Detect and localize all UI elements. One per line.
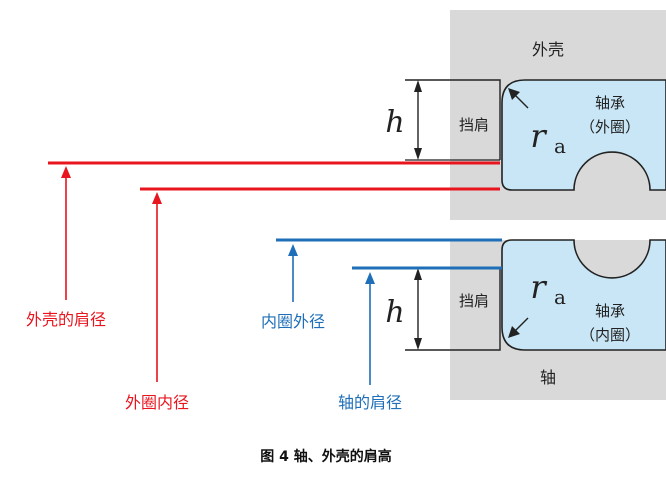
h-arrow-bottom-down bbox=[414, 338, 422, 350]
shaft-label: 轴 bbox=[540, 368, 556, 387]
ra-label-bottom-sub: a bbox=[554, 285, 566, 309]
ra-label-top-main: r bbox=[530, 117, 547, 155]
figure-caption: 图 4 轴、外壳的肩高 bbox=[260, 448, 392, 465]
ra-arrow-top-head bbox=[508, 88, 520, 100]
bearing-inner-label-1: 轴承 bbox=[595, 302, 625, 320]
h-label-top: h bbox=[385, 105, 404, 140]
ra-label-bottom-main: r bbox=[530, 268, 547, 306]
inner-ring-od-arrowhead bbox=[288, 244, 298, 256]
housing-label: 外壳 bbox=[532, 40, 564, 59]
outer-ring-bore-label: 外圈内径 bbox=[125, 393, 189, 412]
shaft-shoulder-dia-arrowhead bbox=[365, 272, 375, 284]
bearing-outer-label-1: 轴承 bbox=[595, 94, 625, 112]
housing-shoulder-dia-arrowhead bbox=[61, 166, 71, 178]
shoulder-label-top: 挡肩 bbox=[459, 116, 489, 134]
ra-arrow-bottom-head bbox=[508, 326, 520, 338]
inner-ring-od-label: 内圈外径 bbox=[261, 312, 325, 331]
housing-shoulder-dia-label: 外壳的肩径 bbox=[26, 310, 106, 329]
ra-label-top-sub: a bbox=[554, 134, 566, 158]
outer-ring-bore-arrowhead bbox=[152, 192, 162, 204]
bearing-outer-label-2: （外圈） bbox=[580, 118, 640, 136]
h-arrow-top-up bbox=[414, 80, 422, 92]
housing-shoulder-outline bbox=[405, 79, 501, 160]
h-arrow-bottom-up bbox=[414, 268, 422, 280]
h-label-bottom: h bbox=[385, 295, 404, 330]
outer-ring bbox=[501, 79, 666, 191]
shaft-shoulder-outline bbox=[405, 268, 501, 351]
h-arrow-top-down bbox=[414, 148, 422, 160]
inner-ring bbox=[501, 239, 666, 351]
shaft-shoulder-dia-label: 轴的肩径 bbox=[338, 393, 402, 412]
bearing-inner-label-2: （内圈） bbox=[580, 326, 640, 344]
shoulder-label-bottom: 挡肩 bbox=[459, 292, 489, 310]
